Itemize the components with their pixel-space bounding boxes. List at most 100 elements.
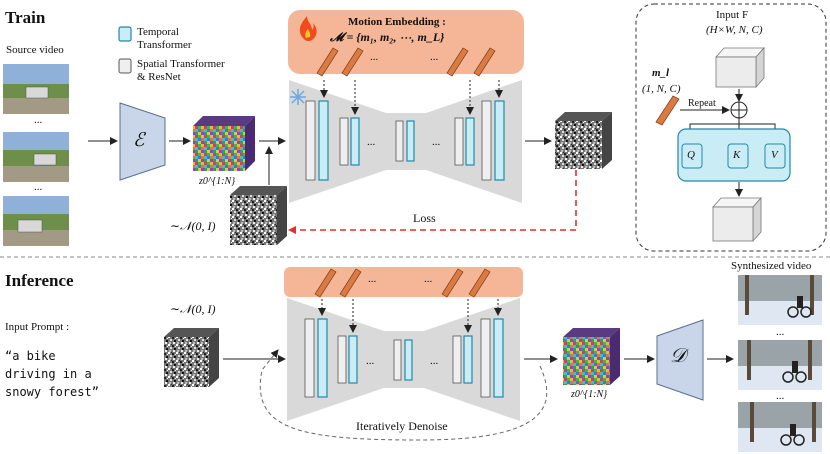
temporal-layer [318, 100, 329, 181]
spatial-layer [305, 100, 316, 181]
spatial-layer [480, 318, 491, 398]
decoder-symbol: 𝒟 [670, 345, 686, 367]
k-box [727, 143, 749, 169]
ellipsis: ... [432, 136, 441, 148]
motion-embedding-box [288, 10, 524, 74]
legend-temporal-label-2: Transformer [137, 39, 192, 51]
noise-cube [230, 186, 287, 245]
ellipsis: ... [776, 326, 785, 338]
spatial-layer [481, 100, 492, 181]
motion-embedding-title: Motion Embedding : [348, 16, 446, 28]
repeat-label: Repeat [688, 98, 716, 109]
spatial-layer [337, 335, 347, 384]
video-frame [3, 132, 69, 182]
motion-tokens-inference [314, 268, 491, 298]
legend-spatial-label-1: Spatial Transformer [137, 58, 225, 70]
spatial-layer [452, 335, 462, 384]
legend-temporal-label-1: Temporal [137, 26, 179, 38]
legend-spatial-swatch [118, 58, 132, 74]
inference-latent-label: z0^{1:N} [571, 389, 608, 400]
prompt-title: Input Prompt : [5, 321, 70, 333]
spatial-layer [395, 120, 404, 162]
noise-cube [164, 328, 219, 387]
unet-train [289, 80, 522, 203]
synthesized-video-label: Synthesized video [731, 260, 812, 272]
unet-inference [287, 298, 520, 421]
temporal-layer [350, 117, 360, 166]
k-label: K [733, 149, 741, 161]
m-shape-label: (1, N, C) [642, 83, 681, 95]
motion-token [339, 268, 362, 298]
motion-token [441, 268, 464, 298]
motion-token [446, 47, 469, 77]
token-arrows [318, 299, 502, 333]
ellipsis: ... [34, 114, 43, 126]
inference-section-title: Inference [5, 271, 74, 290]
synthesized-frames [738, 275, 822, 452]
ellipsis: ... [370, 51, 379, 63]
snowflake-icon [290, 89, 306, 105]
source-video-frames [3, 64, 69, 246]
m-label: m_l [652, 67, 670, 79]
video-frame [3, 196, 69, 246]
temporal-layer [406, 120, 415, 162]
q-box [681, 143, 703, 169]
ellipsis: ... [776, 390, 785, 402]
temporal-layer [348, 335, 358, 384]
encoder-symbol: ℰ [133, 130, 145, 151]
latent-label: z0^{1:N} [199, 176, 236, 187]
temporal-layer [404, 339, 413, 381]
latent-cube [193, 116, 255, 171]
ellipsis: ... [424, 273, 433, 285]
input-cube [715, 46, 765, 89]
video-frame [3, 64, 69, 114]
motion-token [341, 47, 364, 77]
video-frame [738, 275, 822, 325]
ellipsis: ... [430, 51, 439, 63]
m-token-attention [655, 95, 680, 126]
attention-input-title: Input F [716, 9, 749, 21]
inference-noise-label: ∼𝒩(0, I) [170, 302, 216, 316]
attention-panel [635, 3, 827, 252]
v-label: V [771, 149, 778, 161]
motion-token [468, 268, 491, 298]
legend-temporal-swatch [118, 26, 132, 42]
video-frame [738, 402, 822, 452]
ellipsis: ... [368, 273, 377, 285]
spatial-layer [304, 318, 315, 398]
motion-token [316, 47, 339, 77]
source-video-label: Source video [6, 44, 64, 56]
encoder-block [119, 102, 166, 181]
latent-cube [563, 328, 620, 385]
spatial-layer [454, 117, 464, 166]
motion-token [473, 47, 496, 77]
motion-token [314, 268, 337, 298]
video-frame [738, 340, 822, 390]
spatial-layer [339, 117, 349, 166]
loss-arrow [288, 170, 577, 234]
loss-label: Loss [413, 211, 436, 225]
fire-icon [299, 16, 317, 42]
v-box [764, 143, 786, 169]
ellipsis: ... [366, 355, 375, 367]
attention-input-shape: (H×W, N, C) [706, 24, 763, 36]
legend-spatial-label-2: & ResNet [137, 71, 181, 83]
temporal-layer [493, 318, 504, 398]
ellipsis: ... [34, 181, 43, 193]
motion-tokens-train [316, 47, 496, 77]
prompt-line-2: driving in a [5, 367, 92, 381]
token-arrows [320, 80, 503, 115]
q-label: Q [687, 149, 695, 161]
add-operator [730, 101, 748, 119]
ellipsis: ... [430, 355, 439, 367]
prompt-line-1: “a bike [5, 349, 56, 363]
denoise-label: Iteratively Denoise [356, 419, 448, 433]
ellipsis: ... [367, 136, 376, 148]
output-noise-cube [555, 112, 612, 169]
prompt-line-3: snowy forest” [5, 385, 99, 399]
noise-label: ∼𝒩(0, I) [170, 219, 216, 233]
temporal-layer [494, 100, 505, 181]
temporal-layer [317, 318, 328, 398]
train-section-title: Train [5, 8, 46, 27]
